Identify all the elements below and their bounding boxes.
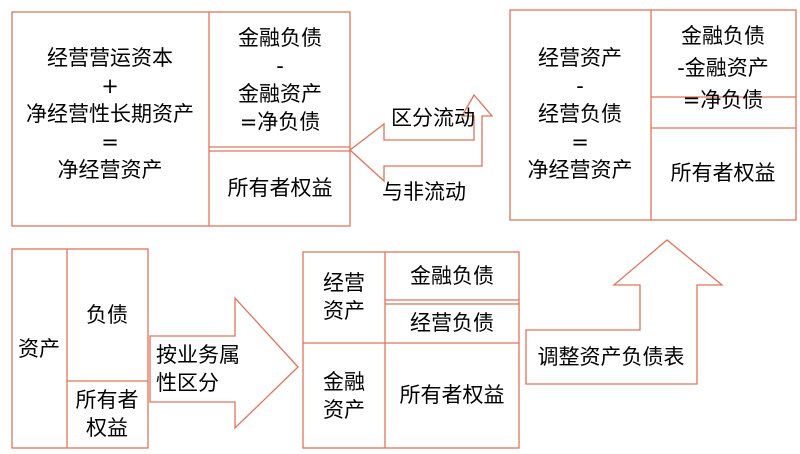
text-line: -金融资产 [677, 56, 769, 80]
top-right-equity-label: 所有者权益 [670, 160, 776, 185]
bottom-left-liability-label: 负债 [86, 302, 128, 327]
text-line: 净经营性长期资产 [26, 102, 194, 126]
text-line: + [101, 74, 119, 98]
text-line: 金融 [323, 370, 365, 394]
top-left-left-text: 经营营运资本 + 净经营性长期资产 = 净经营资产 [26, 44, 194, 184]
bottom-middle-financial-liabilities-label: 金融负债 [410, 263, 494, 288]
text-line: 所有者 [75, 388, 139, 412]
bottom-middle-operating-assets-label: 经营 资产 [323, 269, 365, 325]
text-line: 资产 [323, 299, 365, 323]
text-line: =净负债 [239, 110, 321, 134]
top-left-right-top-text: 金融负债 - 金融资产 =净负债 [238, 24, 322, 136]
text-line: 性区分 [156, 371, 219, 395]
up-arrow [525, 239, 724, 385]
text-line: = [571, 130, 589, 154]
right-arrow-label: 按业务属 性区分 [156, 341, 240, 397]
text-line: 金融负债 [238, 26, 322, 50]
text-line: 经营负债 [538, 102, 622, 126]
top-right-right-top-text: 金融负债 -金融资产 =净负债 [677, 20, 769, 116]
text-line: 资产 [323, 398, 365, 422]
text-line: 经营营运资本 [47, 46, 173, 70]
top-right-box [509, 9, 797, 221]
top-left-equity-label: 所有者权益 [227, 175, 333, 200]
bottom-left-equity-label: 所有者 权益 [76, 386, 139, 442]
text-line: - [276, 54, 284, 78]
bottom-left-box [11, 248, 149, 449]
text-line: 权益 [86, 416, 128, 440]
bottom-left-asset-label: 资产 [18, 336, 60, 361]
text-line: 金融资产 [238, 82, 322, 106]
text-line: 净经营资产 [527, 158, 633, 182]
text-line: 经营资产 [538, 46, 622, 70]
bottom-middle-box [302, 251, 520, 449]
middle-arrow-bottom-label: 与非流动 [382, 179, 466, 204]
text-line: 净经营资产 [57, 158, 163, 182]
right-arrow [149, 296, 299, 430]
text-line: =净负债 [682, 88, 764, 112]
text-line: = [101, 130, 119, 154]
bottom-middle-operating-liabilities-label: 经营负债 [410, 310, 494, 335]
up-arrow-label: 调整资产负债表 [537, 344, 685, 369]
text-line: - [576, 74, 584, 98]
top-right-left-text: 经营资产 - 经营负债 = 净经营资产 [528, 44, 633, 184]
text-line: 金融负债 [680, 24, 765, 48]
top-left-box [11, 11, 351, 227]
bottom-middle-equity-label: 所有者权益 [399, 382, 505, 407]
text-line: 按业务属 [156, 343, 240, 367]
middle-arrow-top-label: 区分流动 [391, 105, 475, 130]
middle-bent-arrow [348, 93, 494, 183]
text-line: 经营 [323, 271, 365, 295]
bottom-middle-financial-assets-label: 金融 资产 [323, 368, 365, 424]
